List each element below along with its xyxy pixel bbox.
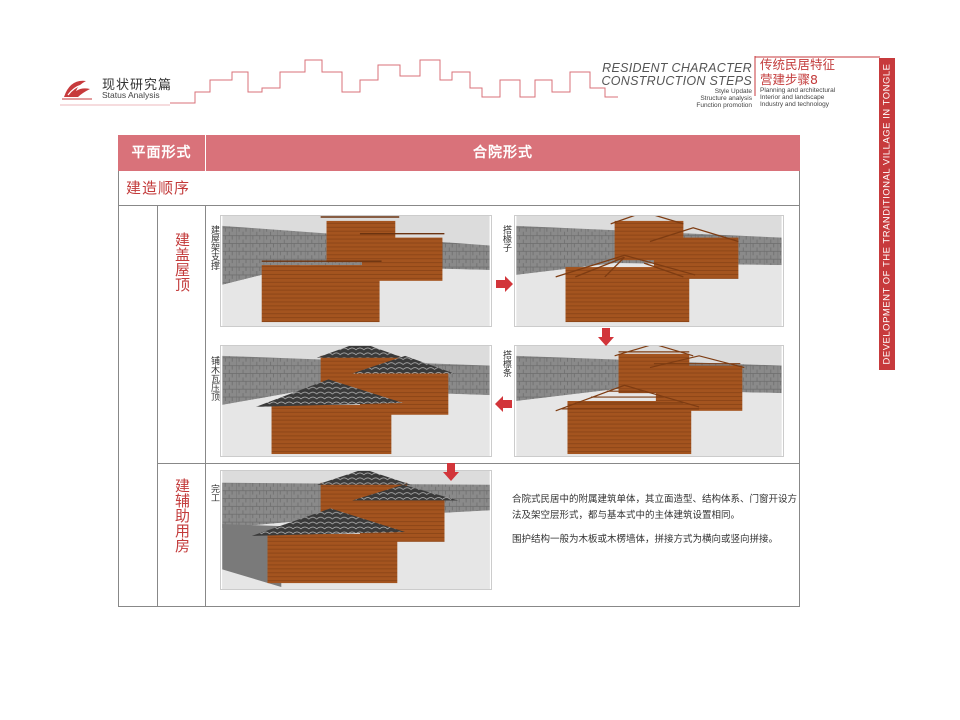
section-roof-label: 建盖屋顶 [172,232,192,297]
column-line-1 [157,205,158,607]
step-label-4: 铺木瓦压顶 [209,356,219,401]
cn-sub-3: Industry and technology [760,101,830,108]
table-header [118,135,800,171]
english-title-line2: CONSTRUCTION STEPS [601,74,752,88]
row-divider [118,205,800,206]
logo-icon [60,75,94,101]
step-label-2: 搭椽子 [501,225,511,252]
step-label-1: 建屋架支撑 [209,225,219,270]
cn-sub-1: Planning and architectural [760,87,836,94]
side-band-text-wrap: DEVELOPMENT OF THE TRANDITIONAL VILLAGE … [879,58,895,370]
english-subtitle: Style Update Structure analysis Function… [620,88,752,109]
chinese-title: 传统民居特征 营建步骤8 [760,57,835,87]
chinese-title-line2: 营建步骤8 [760,72,818,87]
description-paragraph-2: 围护结构一般为木板或木楞墙体，拼接方式为横向或竖向拼接。 [512,534,779,545]
section-subtitle: Status Analysis [102,90,160,100]
description-paragraph-1: 合院式民居中的附属建筑单体，其立面造型、结构体系、门窗开设方法及架空层形式，都与… [512,494,798,521]
arrow-down-icon-2 [443,463,459,481]
section-aux-label: 建辅助用房 [172,478,192,558]
header-courtyard-form: 合院形式 [473,145,533,161]
arrow-left-icon [495,396,512,412]
illustration-step1 [220,215,492,327]
english-sub-1: Style Update [714,88,752,95]
english-sub-3: Function promotion [696,102,752,109]
side-band [879,58,895,370]
skyline-decoration [60,59,618,106]
arrow-right-icon [496,276,513,292]
description-text: 合院式民居中的附属建筑单体，其立面造型、结构体系、门窗开设方法及架空层形式，都与… [512,492,797,556]
column-line-2 [205,205,206,607]
illustration-step4 [220,345,492,457]
header-plan-form: 平面形式 [131,145,192,161]
illustration-step2 [514,215,784,327]
row-construction-order: 建造顺序 [126,179,191,197]
side-band-text: DEVELOPMENT OF THE TRANDITIONAL VILLAGE … [881,63,893,365]
section-roof-text: 建盖屋顶 [173,232,191,292]
illustration-step5 [220,470,492,590]
step-label-5: 完工 [209,484,219,502]
row-divider-2 [157,463,800,464]
illustration-step3 [514,345,784,457]
header-divider [754,56,880,96]
section-aux-text: 建辅助用房 [173,478,191,553]
english-title: RESIDENT CHARACTER CONSTRUCTION STEPS [600,62,752,88]
header-divider-line [205,135,206,171]
english-title-line1: RESIDENT CHARACTER [602,61,752,75]
cn-sub-2: Interior and landscape [760,94,825,101]
section-title: 现状研究篇 [102,78,173,93]
step-label-3: 搭檩条 [501,350,511,377]
chinese-subtitle: Planning and architectural Interior and … [760,87,835,108]
english-sub-2: Structure analysis [700,95,752,102]
arrow-down-icon [598,328,614,346]
chinese-title-line1: 传统民居特征 [760,57,836,72]
